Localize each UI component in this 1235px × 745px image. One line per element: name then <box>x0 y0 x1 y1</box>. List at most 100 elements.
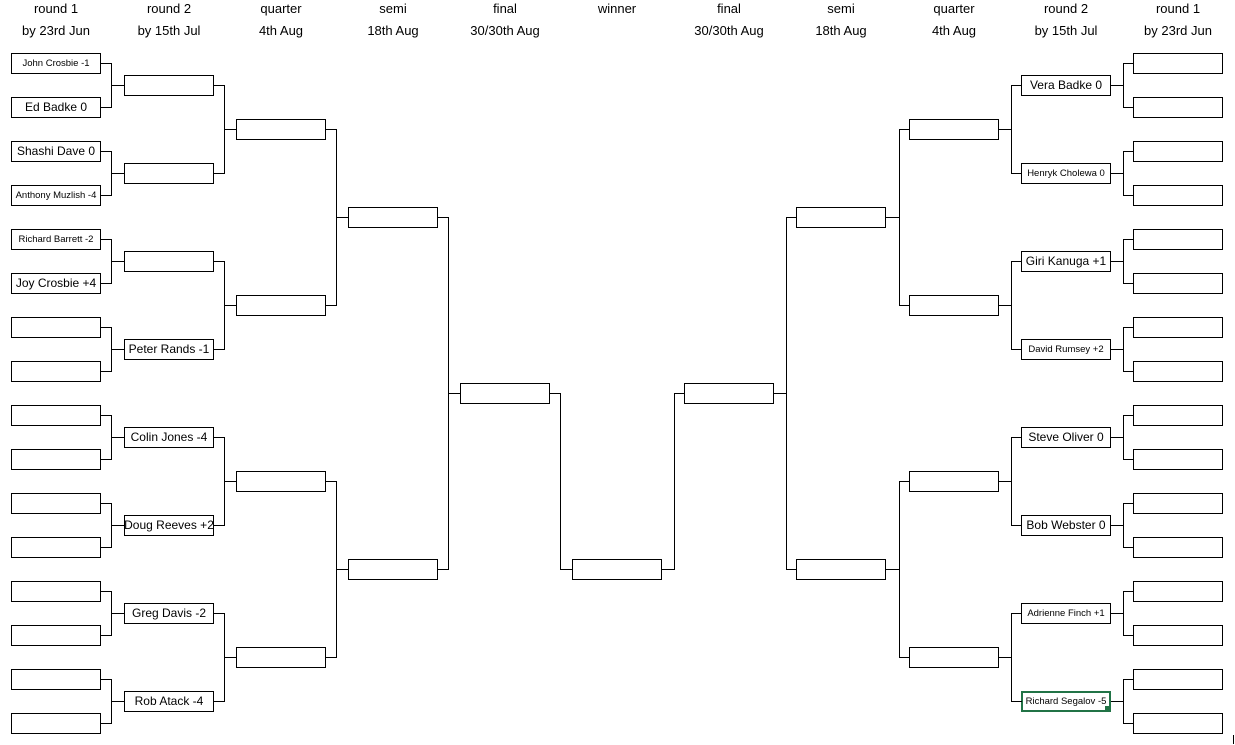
right-round1-slot[interactable] <box>1133 536 1223 558</box>
left-round1-slot[interactable]: Richard Barrett -2 <box>11 228 101 250</box>
left-round1-slot[interactable]: John Crosbie -1 <box>11 52 101 74</box>
bracket-line <box>224 657 237 658</box>
slot-name: David Rumsey +2 <box>1028 343 1104 355</box>
left-round1-slot[interactable]: Anthony Muzlish -4 <box>11 184 101 206</box>
left-round2-slot[interactable] <box>124 250 214 272</box>
bracket-line <box>550 393 561 394</box>
left-final-slot[interactable] <box>460 382 550 404</box>
bracket-line <box>214 613 225 614</box>
bracket-line <box>999 129 1012 130</box>
right-round2-slot[interactable]: Giri Kanuga +1 <box>1021 250 1111 272</box>
bracket-line <box>101 679 112 680</box>
right-quarter-slot[interactable] <box>909 118 999 140</box>
bracket-line <box>101 239 112 240</box>
left-round2-slot[interactable]: Greg Davis -2 <box>124 602 214 624</box>
bracket-line <box>101 459 112 460</box>
left-round2-slot[interactable]: Peter Rands -1 <box>124 338 214 360</box>
bracket-line <box>1111 613 1124 614</box>
right-round2-slot[interactable]: Vera Badke 0 <box>1021 74 1111 96</box>
right-round1-slot[interactable] <box>1133 52 1223 74</box>
right-round2-slot[interactable]: Richard Segalov -5 <box>1021 690 1111 712</box>
right-quarter-slot[interactable] <box>909 294 999 316</box>
slot-name: Colin Jones -4 <box>130 430 208 444</box>
left-round1-slot[interactable] <box>11 624 101 646</box>
bracket-line <box>899 481 910 482</box>
right-quarter-slot[interactable] <box>909 646 999 668</box>
right-round1-slot[interactable] <box>1133 272 1223 294</box>
left-round1-slot[interactable]: Shashi Dave 0 <box>11 140 101 162</box>
fill-handle[interactable] <box>1105 705 1109 710</box>
column-round-label: quarter <box>933 1 975 16</box>
column-round-label: semi <box>827 1 855 16</box>
left-round1-slot[interactable] <box>11 360 101 382</box>
bracket-line <box>1123 503 1134 504</box>
bracket-line <box>1011 437 1022 438</box>
bracket-line <box>111 349 125 350</box>
right-round1-slot[interactable] <box>1133 316 1223 338</box>
text-cursor <box>1233 735 1234 744</box>
left-round2-slot[interactable]: Rob Atack -4 <box>124 690 214 712</box>
left-round2-slot[interactable] <box>124 74 214 96</box>
left-round2-slot[interactable] <box>124 162 214 184</box>
left-round1-slot[interactable] <box>11 448 101 470</box>
right-round1-slot[interactable] <box>1133 360 1223 382</box>
left-round1-slot[interactable] <box>11 316 101 338</box>
left-round1-slot[interactable] <box>11 712 101 734</box>
bracket-line <box>1123 723 1134 724</box>
winner-slot[interactable] <box>572 558 662 580</box>
right-round1-slot[interactable] <box>1133 184 1223 206</box>
left-round1-slot[interactable] <box>11 404 101 426</box>
bracket-line <box>214 437 225 438</box>
bracket-line <box>101 415 112 416</box>
left-round1-slot[interactable] <box>11 536 101 558</box>
column-date-label: by 15th Jul <box>137 23 201 38</box>
left-quarter-slot[interactable] <box>236 646 326 668</box>
right-round1-slot[interactable] <box>1133 140 1223 162</box>
right-round1-slot[interactable] <box>1133 448 1223 470</box>
bracket-line <box>1123 547 1134 548</box>
right-round2-slot[interactable]: Bob Webster 0 <box>1021 514 1111 536</box>
left-quarter-slot[interactable] <box>236 118 326 140</box>
left-round1-slot[interactable] <box>11 668 101 690</box>
left-semi-slot[interactable] <box>348 206 438 228</box>
right-semi-slot[interactable] <box>796 558 886 580</box>
left-quarter-slot[interactable] <box>236 294 326 316</box>
right-quarter-slot[interactable] <box>909 470 999 492</box>
left-round1-slot[interactable] <box>11 492 101 514</box>
right-round2-slot[interactable]: Henryk Cholewa 0 <box>1021 162 1111 184</box>
right-round1-slot[interactable] <box>1133 96 1223 118</box>
left-round2-slot[interactable]: Colin Jones -4 <box>124 426 214 448</box>
column-date-label: 4th Aug <box>931 23 977 38</box>
right-round1-slot[interactable] <box>1133 492 1223 514</box>
bracket-line <box>336 217 349 218</box>
bracket-line <box>1123 327 1134 328</box>
right-round2-slot[interactable]: Adrienne Finch +1 <box>1021 602 1111 624</box>
right-round1-slot[interactable] <box>1133 404 1223 426</box>
bracket-line <box>560 569 573 570</box>
right-final-slot[interactable] <box>684 382 774 404</box>
left-round1-slot[interactable]: Ed Badke 0 <box>11 96 101 118</box>
left-round2-slot[interactable]: Doug Reeves +2 <box>124 514 214 536</box>
bracket-line <box>1123 239 1134 240</box>
left-round1-slot[interactable]: Joy Crosbie +4 <box>11 272 101 294</box>
left-semi-slot[interactable] <box>348 558 438 580</box>
right-round1-slot[interactable] <box>1133 668 1223 690</box>
right-round1-slot[interactable] <box>1133 580 1223 602</box>
right-round2-slot[interactable]: Steve Oliver 0 <box>1021 426 1111 448</box>
right-round1-slot[interactable] <box>1133 228 1223 250</box>
bracket-line <box>101 107 112 108</box>
left-quarter-slot[interactable] <box>236 470 326 492</box>
right-round1-slot[interactable] <box>1133 712 1223 734</box>
right-round2-slot[interactable]: David Rumsey +2 <box>1021 338 1111 360</box>
bracket-line <box>111 613 125 614</box>
bracket-line <box>326 657 337 658</box>
column-round-label: semi <box>379 1 407 16</box>
right-round1-slot[interactable] <box>1133 624 1223 646</box>
left-round1-slot[interactable] <box>11 580 101 602</box>
bracket-line <box>111 437 125 438</box>
right-semi-slot[interactable] <box>796 206 886 228</box>
